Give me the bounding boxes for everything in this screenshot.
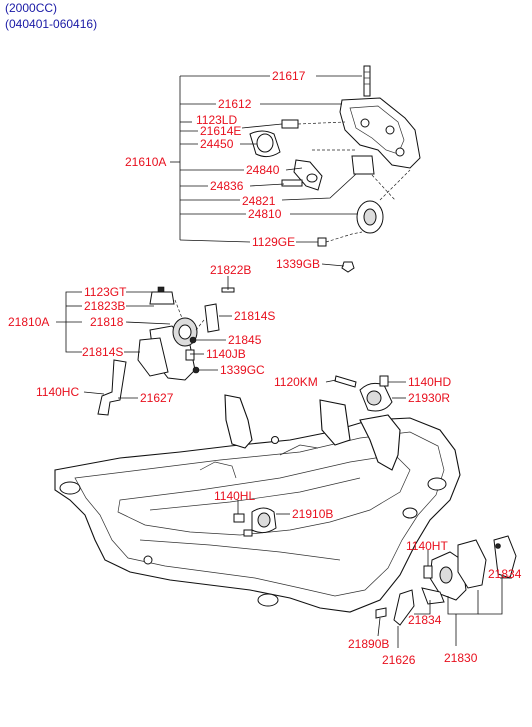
callout-1339GC: 1339GC bbox=[220, 363, 265, 377]
engine-mount-bracket-assembly bbox=[249, 65, 421, 273]
callout-24836: 24836 bbox=[210, 179, 244, 193]
left-engine-mount-assembly bbox=[97, 286, 235, 416]
callout-21814S-left: 21814S bbox=[82, 345, 123, 359]
callout-21834-right: 21834 bbox=[488, 567, 522, 581]
callout-1140HL: 1140HL bbox=[214, 489, 255, 503]
callout-21610A: 21610A bbox=[125, 155, 166, 169]
callout-1140HC: 1140HC bbox=[36, 385, 79, 399]
callout-21614E: 21614E bbox=[200, 124, 241, 138]
date-range-label: (040401-060416) bbox=[5, 17, 98, 31]
engine-spec-label: (2000CC) bbox=[5, 1, 58, 15]
callout-1120KM: 1120KM bbox=[274, 375, 318, 389]
callout-21626: 21626 bbox=[382, 653, 416, 667]
callout-1140HT: 1140HT bbox=[406, 539, 448, 553]
callout-1129GE: 1129GE bbox=[252, 235, 295, 249]
callout-21822B: 21822B bbox=[210, 263, 251, 277]
callout-1140HD: 1140HD bbox=[408, 375, 451, 389]
callout-21814S-right: 21814S bbox=[234, 309, 275, 323]
callout-21890B: 21890B bbox=[348, 637, 389, 651]
callout-24821: 24821 bbox=[242, 194, 276, 208]
callout-21810A: 21810A bbox=[8, 315, 49, 329]
callout-21823B: 21823B bbox=[84, 299, 125, 313]
callout-21930R: 21930R bbox=[408, 391, 450, 405]
callout-1123LD: 1123LD bbox=[196, 113, 237, 127]
callout-21627: 21627 bbox=[140, 391, 174, 405]
callout-24450: 24450 bbox=[200, 137, 234, 151]
callout-1339GB: 1339GB bbox=[276, 257, 320, 271]
callout-21830: 21830 bbox=[444, 651, 478, 665]
callout-1123GT: 1123GT bbox=[84, 285, 127, 299]
callout-24810: 24810 bbox=[248, 207, 282, 221]
callout-21834-middle: 21834 bbox=[408, 613, 442, 627]
callout-21818: 21818 bbox=[90, 315, 124, 329]
transmission-mount-assembly bbox=[375, 535, 517, 626]
callout-21612: 21612 bbox=[218, 97, 252, 111]
front-subframe bbox=[54, 394, 461, 613]
callout-21845: 21845 bbox=[228, 333, 262, 347]
rear-engine-mount-assembly bbox=[334, 375, 393, 412]
callout-21617: 21617 bbox=[272, 69, 306, 83]
callout-labels: 21617 21612 1123LD 21614E 24450 21610A 2… bbox=[8, 69, 522, 667]
callout-21910B: 21910B bbox=[292, 507, 333, 521]
callout-1140JB: 1140JB bbox=[206, 347, 246, 361]
leader-lines bbox=[56, 75, 512, 648]
lower-mount-assembly bbox=[233, 507, 277, 537]
callout-24840: 24840 bbox=[246, 163, 280, 177]
